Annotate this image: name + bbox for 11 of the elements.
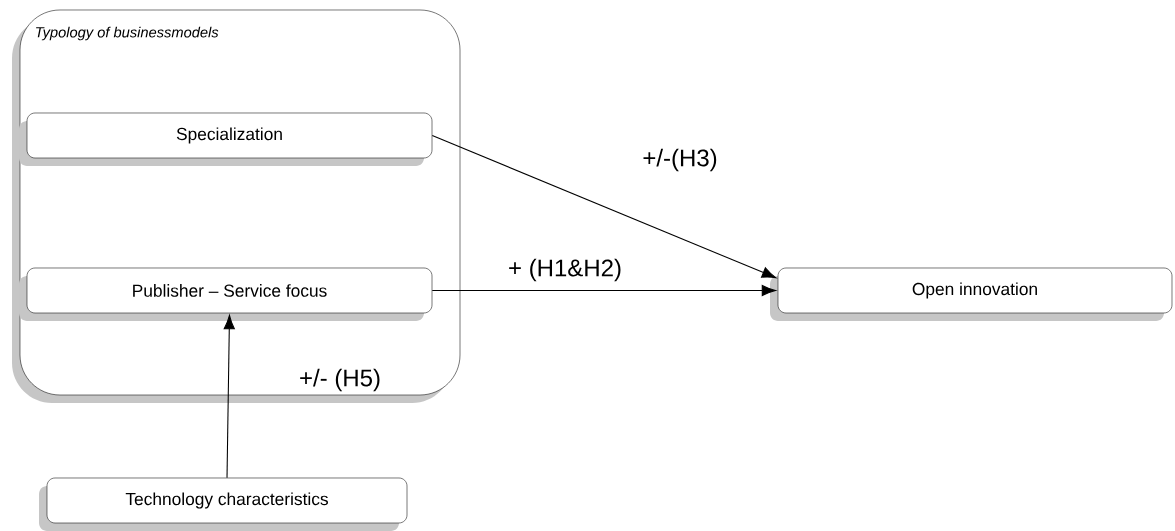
process-box: Open innovation — [770, 267, 1173, 321]
arrow — [223, 314, 235, 479]
process-box: Specialization — [19, 112, 433, 166]
process-box: Technology characteristics — [39, 477, 408, 531]
edge-label: +/-(H3) — [643, 148, 717, 172]
arrow — [431, 284, 777, 297]
edge-label: +/- (H5) — [300, 368, 380, 392]
arrow — [431, 134, 777, 279]
edge-label: + (H1&H2) — [509, 258, 621, 282]
node-label: Specialization — [176, 127, 282, 144]
process-box: Publisher – Service focus — [19, 267, 433, 321]
